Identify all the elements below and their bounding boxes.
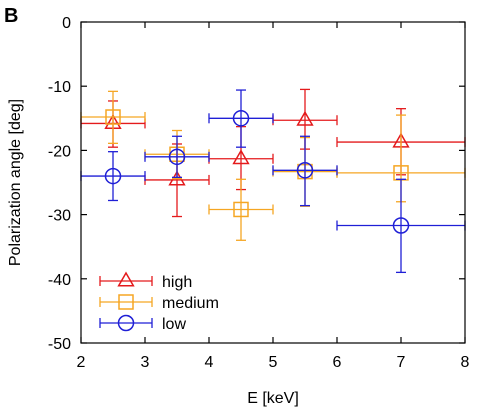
y-axis-label: Polarization angle [deg] — [7, 99, 24, 266]
marker-high-3 — [296, 110, 314, 126]
y-tick-label-3: -30 — [48, 208, 71, 225]
x-tick-label-2: 4 — [205, 354, 214, 371]
point-low-3 — [272, 135, 338, 207]
point-medium-2 — [208, 178, 274, 241]
marker-low-2 — [232, 110, 250, 127]
series-high — [80, 88, 466, 218]
marker-low-3 — [296, 162, 314, 179]
panel-letter: B — [4, 5, 18, 27]
y-tick-label-4: -40 — [48, 272, 71, 289]
marker-medium-0 — [105, 109, 121, 125]
marker-medium-2 — [233, 201, 249, 218]
plot-frame — [80, 21, 466, 344]
series-layer — [80, 88, 466, 274]
x-tick-label-4: 6 — [333, 354, 342, 371]
y-tick-label-1: -10 — [48, 79, 71, 96]
x-tick-label-0: 2 — [77, 354, 86, 371]
x-tick-label-5: 7 — [397, 354, 406, 371]
legend-item-low: low — [99, 314, 186, 333]
x-tick-label-3: 5 — [269, 354, 278, 371]
x-tick-label-6: 8 — [461, 354, 470, 371]
legend-label-medium: medium — [162, 295, 219, 312]
y-tick-label-0: 0 — [62, 15, 71, 32]
point-medium-0 — [80, 90, 146, 144]
point-low-4 — [336, 178, 466, 274]
legend-label-high: high — [162, 274, 192, 291]
marker-high-2 — [232, 149, 250, 165]
legend-marker-low — [117, 314, 135, 332]
marker-low-0 — [104, 167, 122, 185]
marker-low-1 — [168, 148, 186, 166]
legend-item-high: high — [99, 271, 192, 291]
ticks-layer: 2 3 4 5 6 7 8 0 -10 -20 -30 -40 -50 — [48, 15, 470, 371]
legend-marker-medium — [118, 294, 134, 310]
y-tick-label-5: -50 — [48, 336, 71, 353]
legend-marker-high — [117, 271, 135, 287]
x-axis-label: E [keV] — [247, 390, 299, 407]
point-low-2 — [208, 89, 274, 148]
x-tick-label-1: 3 — [141, 354, 150, 371]
point-low-0 — [80, 151, 146, 202]
marker-low-4 — [392, 217, 410, 234]
point-low-1 — [144, 135, 210, 179]
legend-item-medium: medium — [99, 294, 219, 312]
legend: high medium low — [99, 271, 219, 333]
legend-label-low: low — [162, 316, 186, 333]
y-tick-label-2: -20 — [48, 143, 71, 160]
